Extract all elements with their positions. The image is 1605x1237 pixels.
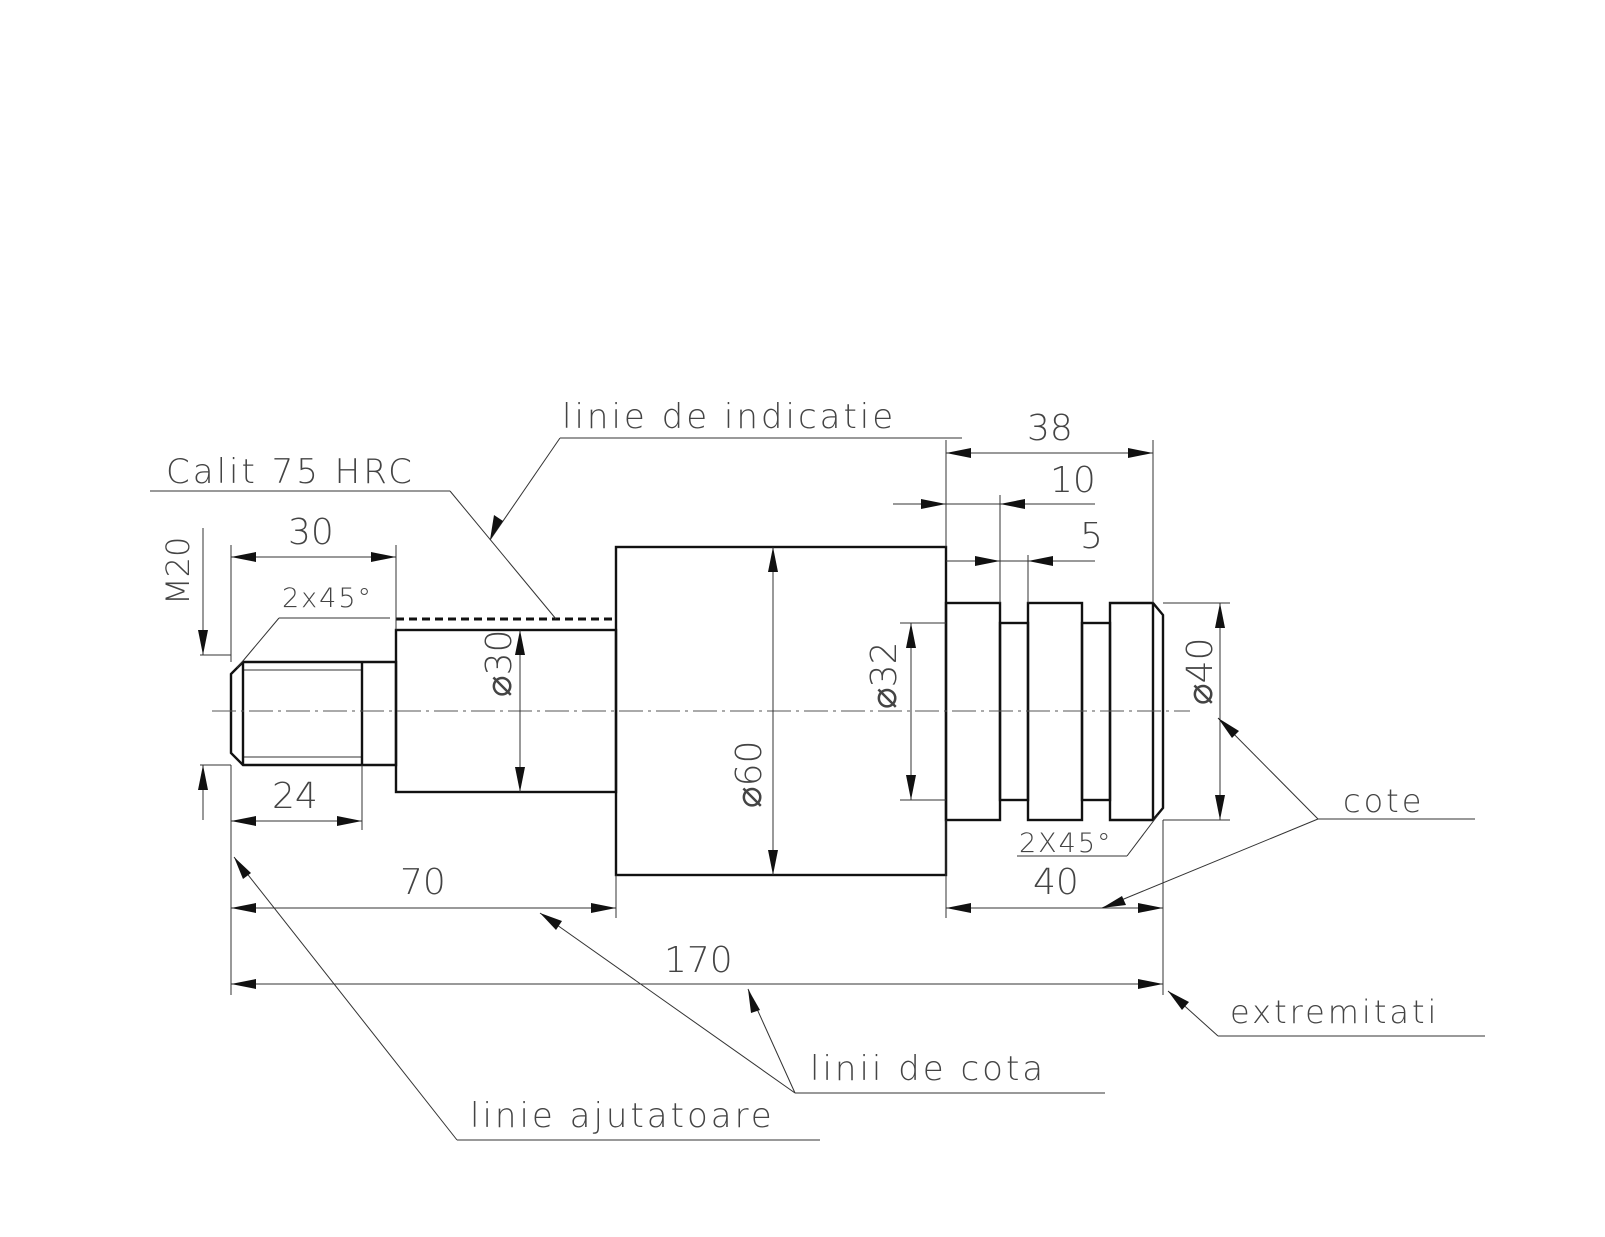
leader-chamfer-left <box>236 617 280 669</box>
leader-linii-de-cota-1 <box>539 912 796 1094</box>
arrow-170-right <box>1138 979 1163 989</box>
extension-lines <box>200 440 1230 995</box>
label-extremitati: extremitati <box>1230 993 1439 1031</box>
dim-text-30: 30 <box>288 512 334 553</box>
arrow-cote-1 <box>1218 718 1239 738</box>
dim-text-chamfer-right: 2X45° <box>1019 828 1113 859</box>
arrow-40-right <box>1138 903 1163 913</box>
arrow-10-right <box>1000 499 1025 509</box>
arrow-70-right <box>591 903 616 913</box>
leader-indicatie <box>489 437 561 541</box>
arrow-24-right <box>337 816 362 826</box>
leader-calit <box>449 490 557 620</box>
label-linie-de-indicatie: linie de indicatie <box>562 397 896 437</box>
dim-text-5: 5 <box>1080 516 1103 557</box>
arrow-5-left <box>975 556 1000 566</box>
dim-text-dia32: ⌀32 <box>864 642 905 709</box>
arrow-cote-2 <box>1102 896 1126 908</box>
arrow-dia40-top <box>1215 603 1225 628</box>
arrow-dia30-bottom <box>515 767 525 792</box>
arrow-30-left <box>231 552 256 562</box>
leader-lines <box>150 437 1485 1141</box>
arrow-5-right <box>1028 556 1053 566</box>
arrow-10-left <box>921 499 946 509</box>
threaded-end <box>229 660 398 767</box>
arrow-m20-bottom <box>198 765 208 790</box>
arrow-dia40-bottom <box>1215 795 1225 820</box>
leader-chamfer-right <box>1126 814 1159 857</box>
arrow-38-left <box>946 448 971 458</box>
dim-text-10: 10 <box>1050 460 1096 501</box>
arrow-30-right <box>371 552 396 562</box>
dim-text-70: 70 <box>400 862 446 903</box>
labels: linie de indicatie Calit 75 HRC cote ext… <box>159 397 1439 1136</box>
arrow-dia60-top <box>768 547 778 572</box>
dim-text-24: 24 <box>272 776 318 817</box>
arrow-dia32-bottom <box>906 775 916 800</box>
label-calit: Calit 75 HRC <box>166 452 415 492</box>
dimension-lines <box>198 448 1225 989</box>
arrow-40-left <box>946 903 971 913</box>
arrow-dia32-top <box>906 623 916 648</box>
arrow-dia30-top <box>515 630 525 655</box>
dim-text-40: 40 <box>1033 862 1079 903</box>
arrow-170-left <box>231 979 256 989</box>
label-linie-ajutatoare: linie ajutatoare <box>470 1096 775 1136</box>
arrow-linii-de-cota-2 <box>748 989 760 1013</box>
leader-ajutatoare <box>233 856 458 1141</box>
arrow-indicatie <box>490 515 503 540</box>
leader-cote-2 <box>1101 818 1319 909</box>
dim-text-dia40: ⌀40 <box>1180 638 1221 705</box>
arrow-dia60-bottom <box>768 850 778 875</box>
dim-text-chamfer-left: 2x45° <box>282 583 373 614</box>
dim-text-dia60: ⌀60 <box>729 741 770 808</box>
dim-text-dia30: ⌀30 <box>479 630 520 697</box>
label-cote: cote <box>1343 782 1424 820</box>
arrow-24-left <box>231 816 256 826</box>
dim-text-170: 170 <box>664 940 733 981</box>
arrow-38-right <box>1128 448 1153 458</box>
arrow-ajutatoare <box>234 857 251 879</box>
arrow-extremitati <box>1168 991 1189 1010</box>
arrow-m20-top <box>198 630 208 655</box>
label-linii-de-cota: linii de cota <box>810 1049 1046 1089</box>
dim-text-38: 38 <box>1027 408 1073 449</box>
arrow-linii-de-cota-1 <box>540 913 562 930</box>
dim-text-m20: M20 <box>159 537 197 605</box>
arrow-70-left <box>231 903 256 913</box>
